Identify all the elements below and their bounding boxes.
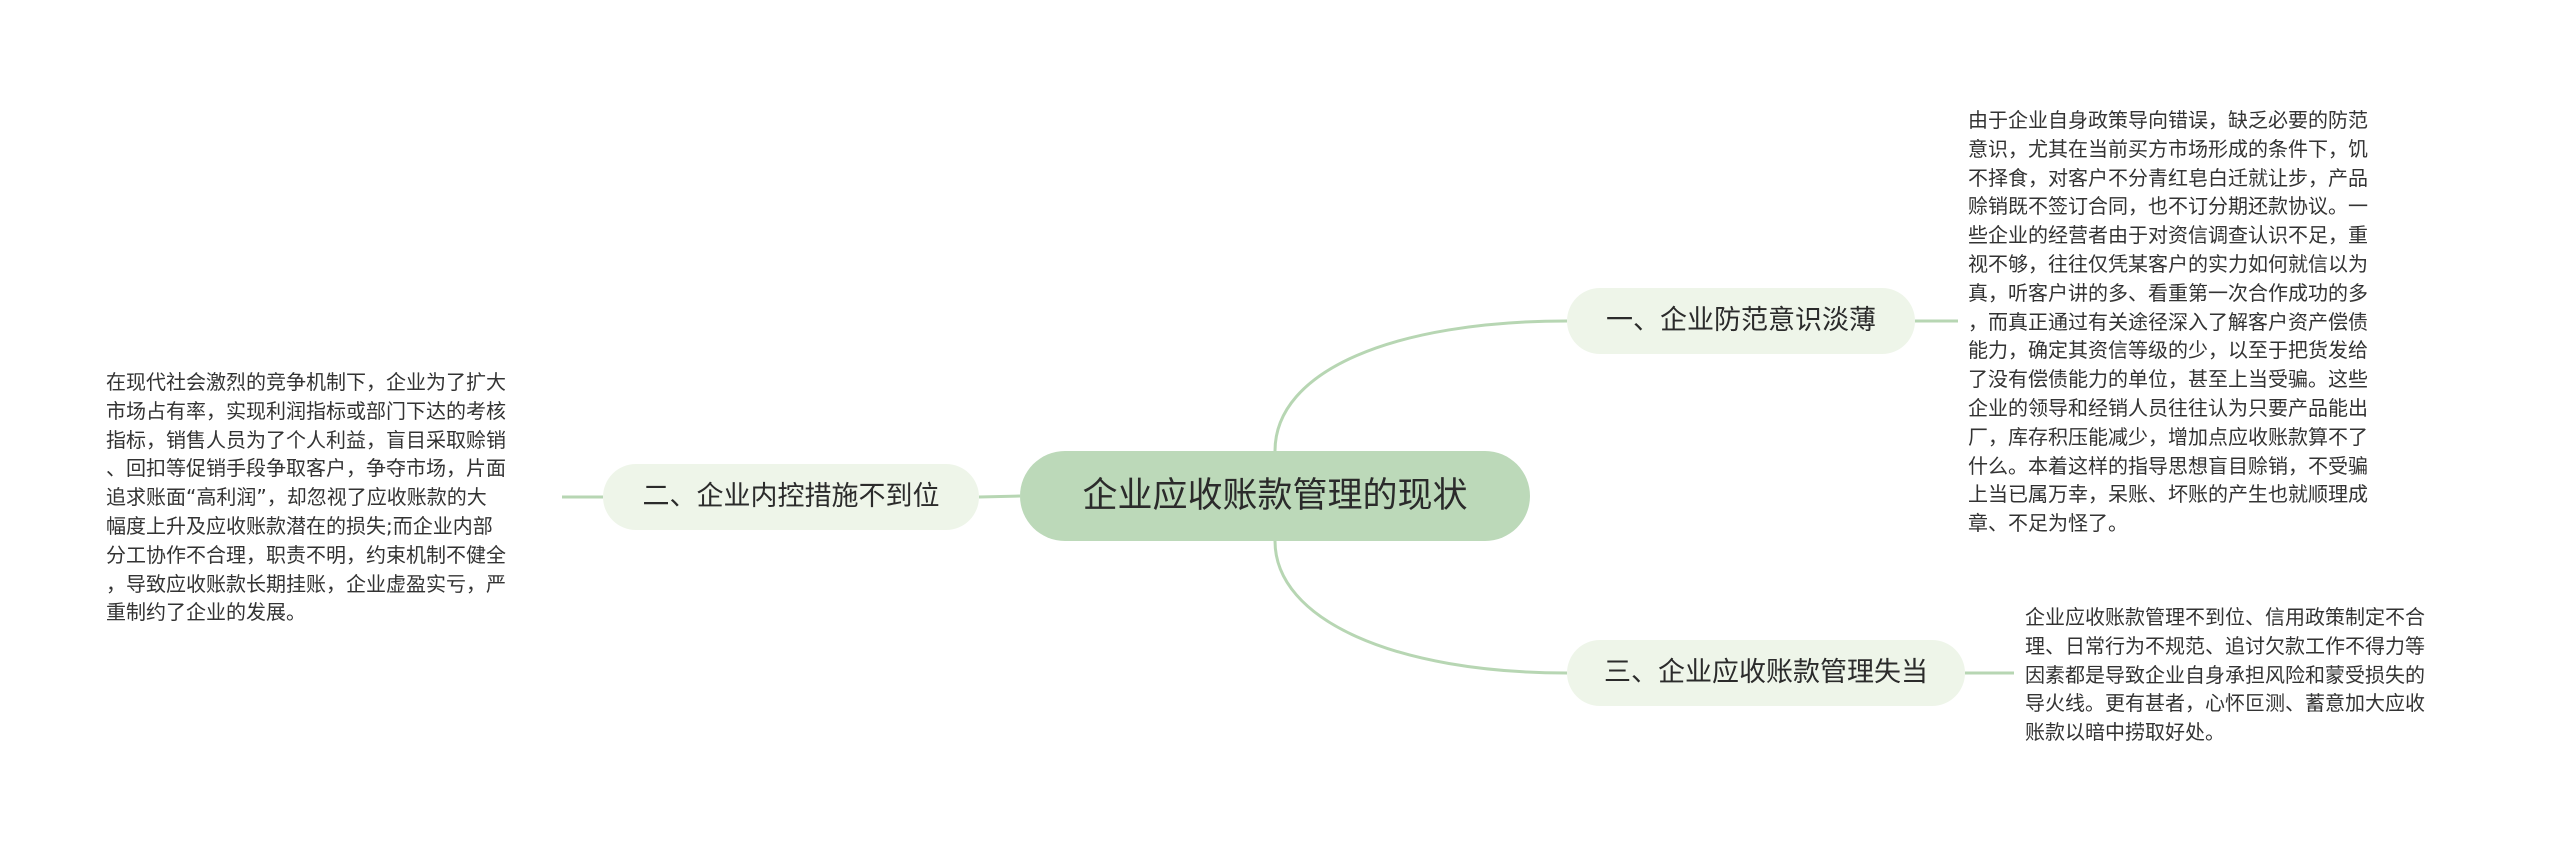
detail-line: 追求账面“高利润”，却忽视了应收账款的大 bbox=[106, 485, 487, 510]
detail-line: 因素都是导致企业自身承担风险和蒙受损失的 bbox=[2025, 662, 2425, 687]
detail-line: 章、不足为怪了。 bbox=[1968, 511, 2128, 536]
detail-line: 了没有偿债能力的单位，甚至上当受骗。这些 bbox=[1968, 367, 2368, 392]
detail-line: 上当已属万幸，呆账、坏账的产生也就顺理成 bbox=[1968, 482, 2368, 507]
branch-topic-1[interactable]: 一、企业防范意识淡薄 bbox=[1567, 288, 1915, 354]
detail-line: 企业的领导和经销人员往往认为只要产品能出 bbox=[1968, 395, 2368, 420]
detail-line: 理、日常行为不规范、追讨欠款工作不得力等 bbox=[2025, 633, 2425, 658]
detail-line: 些企业的经营者由于对资信调查认识不足，重 bbox=[1968, 223, 2368, 248]
detail-text-2: 在现代社会激烈的竞争机制下，企业为了扩大市场占有率，实现利润指标或部门下达的考核… bbox=[106, 368, 506, 627]
connector-root-branch-2 bbox=[978, 494, 1021, 499]
detail-line: 不择食，对客户不分青红皂白迁就让步，产品 bbox=[1968, 165, 2368, 190]
detail-line: 幅度上升及应收账款潜在的损失;而企业内部 bbox=[106, 513, 493, 538]
detail-line: 在现代社会激烈的竞争机制下，企业为了扩大 bbox=[106, 370, 506, 394]
detail-line: 意识，尤其在当前买方市场形成的条件下，饥 bbox=[1968, 136, 2368, 161]
detail-line: 企业应收账款管理不到位、信用政策制定不合 bbox=[2025, 605, 2425, 629]
detail-line: ，而真正通过有关途径深入了解客户资产偿债 bbox=[1968, 309, 2368, 334]
detail-line: 重制约了企业的发展。 bbox=[106, 600, 306, 625]
root-topic[interactable]: 企业应收账款管理的现状 bbox=[1020, 451, 1530, 541]
detail-line: 赊销既不签订合同，也不订分期还款协议。一 bbox=[1968, 194, 2368, 219]
detail-text-1: 由于企业自身政策导向错误，缺乏必要的防范意识，尤其在当前买方市场形成的条件下，饥… bbox=[1968, 106, 2368, 538]
detail-line: 什么。本着这样的指导思想盲目赊销，不受骗 bbox=[1968, 453, 2368, 478]
detail-line: 导火线。更有甚者，心怀叵测、蓄意加大应收 bbox=[2025, 691, 2425, 716]
branch-topic-2[interactable]: 二、企业内控措施不到位 bbox=[603, 464, 979, 530]
detail-line: 、回扣等促销手段争取客户，争夺市场，片面 bbox=[106, 456, 506, 481]
detail-line: 指标，销售人员为了个人利益，盲目采取赊销 bbox=[106, 427, 506, 452]
detail-line: 由于企业自身政策导向错误，缺乏必要的防范 bbox=[1968, 108, 2368, 132]
connector-root-branch-1 bbox=[1273, 319, 1568, 452]
detail-text-3: 企业应收账款管理不到位、信用政策制定不合理、日常行为不规范、追讨欠款工作不得力等… bbox=[2025, 603, 2425, 747]
detail-line: 真，听客户讲的多、看重第一次合作成功的多 bbox=[1968, 280, 2368, 305]
detail-line: 市场占有率，实现利润指标或部门下达的考核 bbox=[106, 398, 506, 423]
detail-line: 能力，确定其资信等级的少，以至于把货发给 bbox=[1968, 338, 2368, 363]
branch-topic-3[interactable]: 三、企业应收账款管理失当 bbox=[1567, 640, 1965, 706]
connector-root-branch-3 bbox=[1273, 540, 1568, 675]
detail-line: 分工协作不合理，职责不明，约束机制不健全 bbox=[106, 542, 506, 567]
detail-line: 账款以暗中捞取好处。 bbox=[2025, 720, 2225, 745]
detail-line: 视不够，往往仅凭某客户的实力如何就信以为 bbox=[1968, 251, 2368, 276]
detail-line: 厂，库存积压能减少，增加点应收账款算不了 bbox=[1968, 424, 2368, 449]
detail-line: ，导致应收账款长期挂账，企业虚盈实亏，严 bbox=[106, 571, 506, 596]
